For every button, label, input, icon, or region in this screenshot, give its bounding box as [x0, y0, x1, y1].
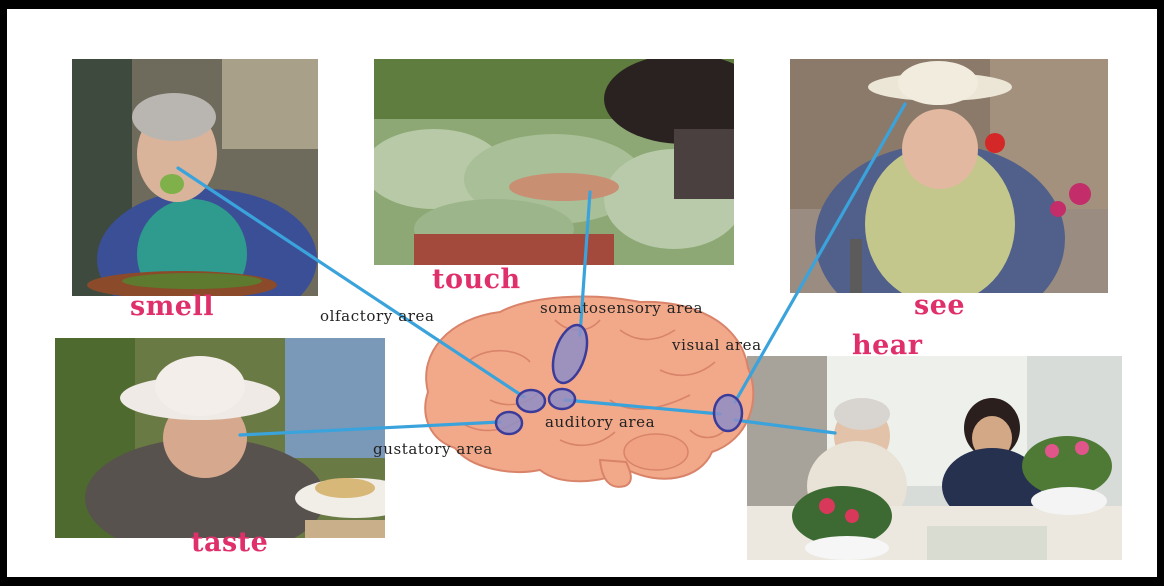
sense-label-touch: touch: [432, 264, 521, 295]
area-label-auditory: auditory area: [545, 413, 655, 431]
area-label-somatosensory: somatosensory area: [540, 299, 703, 317]
sense-label-hear: hear: [852, 330, 923, 361]
taste-connector-line: [240, 422, 500, 435]
area-label-olfactory: olfactory area: [320, 307, 435, 325]
sense-label-taste: taste: [191, 527, 268, 558]
somatosensory-area-marker: [546, 321, 593, 387]
gustatory-area-marker: [496, 412, 522, 434]
area-label-gustatory: gustatory area: [373, 440, 493, 458]
sense-label-smell: smell: [130, 291, 214, 322]
auditory-connector-line: [565, 400, 720, 414]
olfactory-area-marker: [517, 390, 545, 412]
area-label-visual: visual area: [672, 336, 762, 354]
sense-label-see: see: [914, 290, 965, 321]
visual-area-marker: [714, 395, 742, 431]
hear-connector-line: [735, 420, 835, 433]
auditory-area-marker: [549, 389, 575, 409]
